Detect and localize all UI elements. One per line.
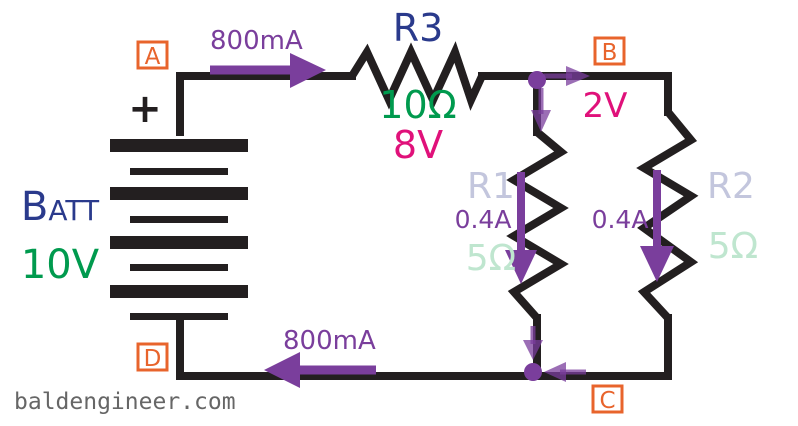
battery-voltage-label: 10V <box>21 242 100 288</box>
r1-resistance-label: 5Ω <box>466 238 516 279</box>
battery-name-label: Batt <box>21 184 100 230</box>
r3-voltage-label: 8V <box>393 123 443 167</box>
r2-name-label: R2 <box>707 166 755 207</box>
current-arrow-top-head <box>290 53 326 88</box>
node-label-a-text: A <box>145 44 161 70</box>
resistor-r3 <box>348 41 486 111</box>
resistor-r2 <box>636 109 699 321</box>
node-c-down-arrow-head <box>523 340 543 360</box>
r1-current-label: 0.4A <box>455 205 512 234</box>
current-arrows <box>210 53 674 388</box>
node-label-c-text: C <box>599 388 615 414</box>
node-b-right-arrow-head <box>566 66 590 86</box>
r1-name-label: R1 <box>467 166 515 207</box>
battery-symbol <box>110 139 248 320</box>
battery-polarity-label: + <box>128 86 162 132</box>
node-label-a: A <box>136 40 169 70</box>
current-top-label: 800mA <box>210 26 303 56</box>
node-label-c: C <box>591 384 624 414</box>
node-label-d: D <box>136 342 169 372</box>
r3-name-label: R3 <box>393 6 444 50</box>
node-c-left-arrow-head <box>544 362 566 382</box>
current-arrow-bottom-head <box>264 352 300 388</box>
watermark-text: baldengineer.com <box>14 389 236 415</box>
junction-node-c <box>524 363 542 381</box>
current-arrow-r2-head <box>640 246 674 282</box>
r3-resistance-label: 10Ω <box>379 83 456 127</box>
junction-node-b <box>528 71 546 89</box>
r2-resistance-label: 5Ω <box>708 226 758 267</box>
node-label-d-text: D <box>144 346 162 372</box>
wire-r2-bottom <box>176 314 672 380</box>
node-b-down-arrow-head <box>531 110 551 132</box>
wire-top-left <box>176 72 356 136</box>
r2-current-label: 0.4A <box>592 205 649 234</box>
resistor-r1 <box>506 128 569 321</box>
node-label-b: B <box>593 36 626 66</box>
node-label-b-text: B <box>602 40 618 66</box>
current-bottom-label: 800mA <box>283 326 376 356</box>
current-arrow-r1-head <box>505 250 537 284</box>
node-b-voltage-label: 2V <box>583 86 628 126</box>
